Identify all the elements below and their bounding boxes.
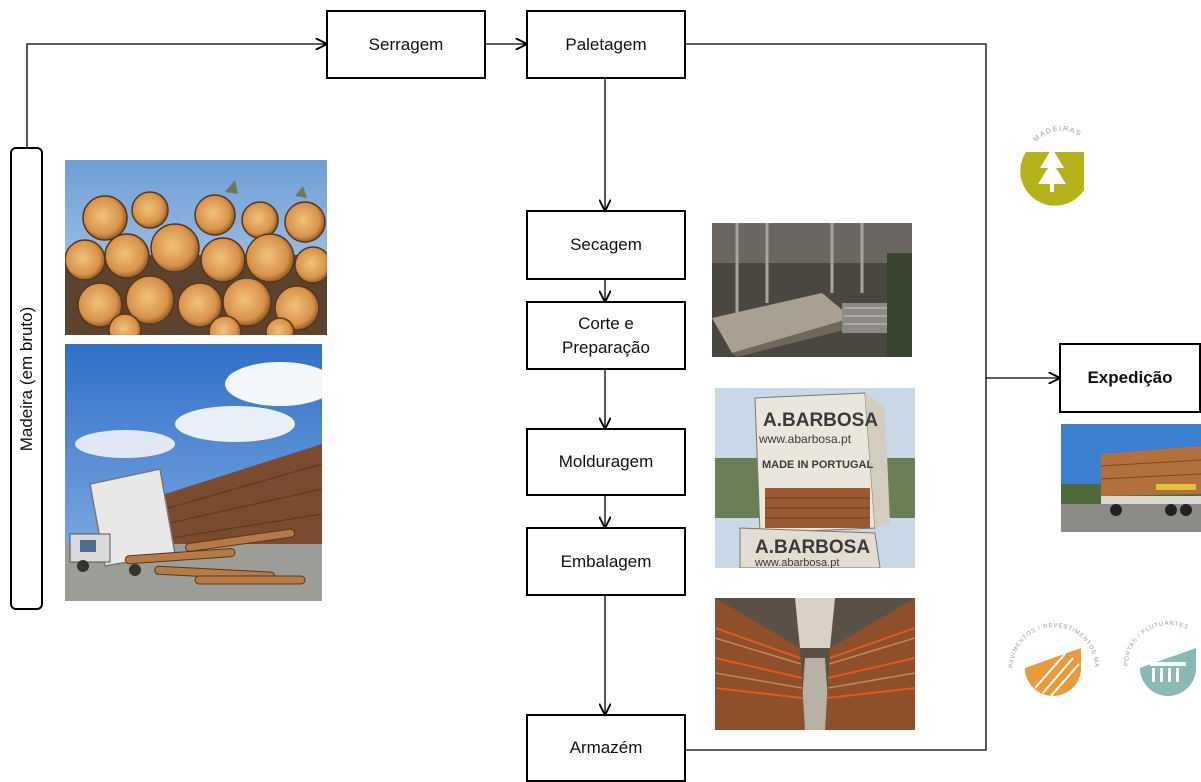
- corte-box: Corte e Preparação: [526, 301, 686, 370]
- embalagem-box: Embalagem: [526, 527, 686, 596]
- expedition-truck-photo: [1061, 424, 1201, 532]
- embalagem-label: Embalagem: [560, 551, 652, 571]
- raw-wood-label: Madeira (em bruto): [16, 306, 36, 451]
- logs-photo: [65, 160, 327, 335]
- armazem-label: Armazém: [569, 738, 643, 757]
- corte-label-line1: Corte e: [578, 313, 634, 333]
- pavimentos-logo: PAVIMENTOS / REVESTIMENTOS MACIÇOS: [1000, 614, 1103, 708]
- expedicao-label: Expedição: [1087, 368, 1173, 387]
- paletagem-box: Paletagem: [526, 10, 686, 79]
- raw-wood-box: Madeira (em bruto): [10, 147, 43, 610]
- brand-text-2: A.BARBOSA: [755, 537, 870, 558]
- madeiras-logo: MADEIRAS: [1014, 112, 1104, 206]
- truck-photo: [65, 344, 322, 601]
- warehouse-photo: [715, 598, 915, 730]
- expedicao-box: Expedição: [1059, 343, 1201, 413]
- website-text-1: www.abarbosa.pt: [758, 432, 852, 446]
- website-text-2: www.abarbosa.pt: [754, 557, 839, 568]
- portas-logo: PORTAS / FLUTUANTES: [1120, 618, 1201, 708]
- molduragem-label: Molduragem: [558, 452, 654, 471]
- secagem-label: Secagem: [570, 235, 642, 254]
- arrow-madeira-serragem: [26, 44, 326, 147]
- secagem-box: Secagem: [526, 210, 686, 280]
- paletagem-label: Paletagem: [565, 34, 647, 54]
- armazem-box: Armazém: [526, 714, 686, 782]
- sawmill-photo: [712, 223, 912, 357]
- packaged-wood-photo: A.BARBOSA www.abarbosa.pt MADE IN PORTUG…: [715, 388, 915, 568]
- line-paletagem-expedicao: [686, 43, 987, 751]
- brand-text-1: A.BARBOSA: [763, 410, 878, 431]
- madeiras-logo-text: MADEIRAS: [1033, 126, 1083, 144]
- serragem-box: Serragem: [326, 10, 486, 79]
- molduragem-box: Molduragem: [526, 428, 686, 496]
- serragem-label: Serragem: [368, 34, 444, 54]
- made-in-text: MADE IN PORTUGAL: [762, 459, 874, 471]
- corte-label-line2: Preparação: [562, 337, 650, 357]
